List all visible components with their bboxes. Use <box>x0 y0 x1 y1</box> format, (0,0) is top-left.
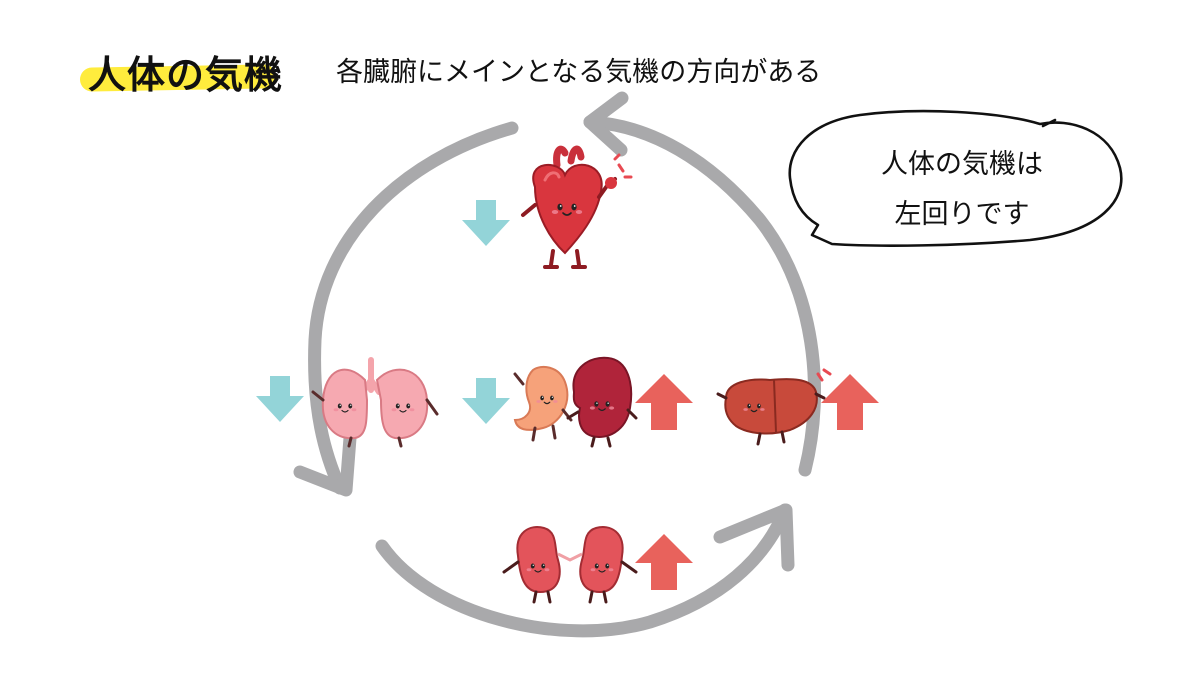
cycle-arrow-top-head <box>583 91 629 157</box>
lungs-icon <box>311 357 439 448</box>
stomach-down-arrow <box>462 378 510 424</box>
speech-bubble-text: 人体の気機は 左回りです <box>812 140 1112 240</box>
page-title: 人体の気機 <box>88 53 284 97</box>
lungs-down-arrow <box>256 376 304 422</box>
stomach-icon <box>513 365 573 442</box>
speech-bubble-line-1: 人体の気機は <box>881 149 1043 180</box>
kidneys-icon <box>502 526 638 604</box>
heart-icon <box>521 145 633 269</box>
cycle-arrow-bottom <box>375 503 792 638</box>
speech-bubble-line-2: 左回りです <box>894 199 1030 230</box>
cycle-arrow-bottom-head <box>713 503 795 572</box>
kidneys-up-arrow <box>635 534 693 590</box>
heart-down-arrow <box>462 200 510 246</box>
speech-bubble <box>788 109 1123 247</box>
liver-up-arrow <box>821 374 879 430</box>
liver-icon <box>716 368 832 446</box>
page-subtitle: 各臓腑にメインとなる気機の方向がある <box>336 57 822 88</box>
cycle-arrow-top-left <box>308 121 519 495</box>
title-block: 人体の気機 <box>79 40 284 97</box>
spleen-icon <box>566 356 638 448</box>
cycle-arrow-left-head <box>293 431 357 497</box>
spleen-up-arrow <box>635 374 693 430</box>
